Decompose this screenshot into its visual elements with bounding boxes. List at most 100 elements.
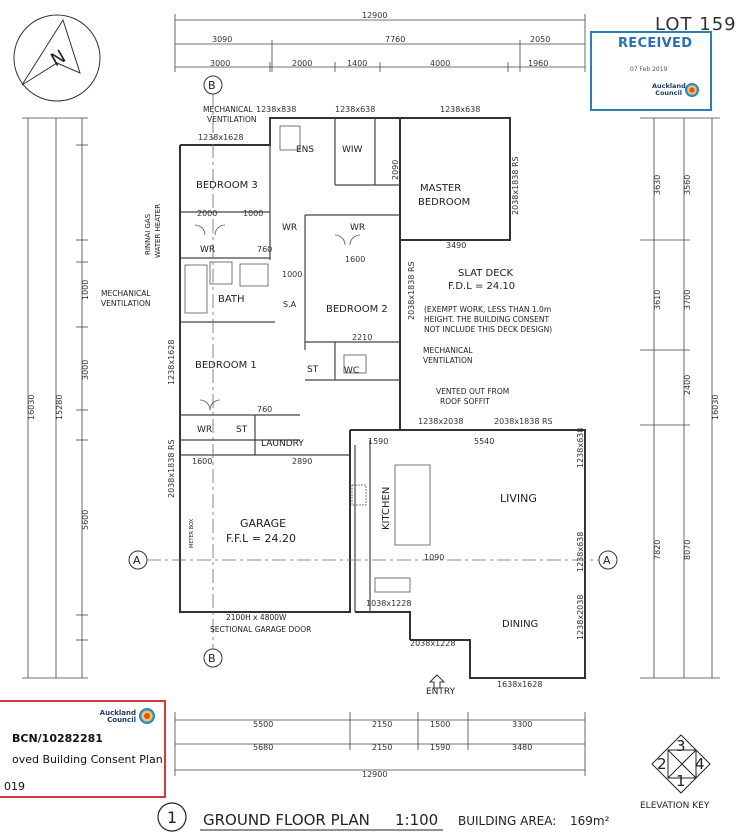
- dim-right-a: 3630: [653, 175, 662, 195]
- note-meter: METER BOX: [189, 518, 195, 548]
- room-wr-3: WR: [350, 223, 365, 233]
- room-master-1: MASTER: [420, 183, 461, 194]
- note-mech3: MECHANICAL: [423, 346, 473, 355]
- dim-left-a: 15280: [55, 395, 64, 420]
- room-kitchen: KITCHEN: [381, 487, 392, 530]
- received-stamp: RECEIVED 07 Feb 2019 Auckland Council: [590, 31, 712, 111]
- dim-right-b: 3560: [683, 175, 692, 195]
- dim-w5540: 5540: [474, 437, 494, 446]
- dim-w1238x638a: 1238x638: [335, 105, 375, 114]
- dim-bot-b: 2150: [372, 720, 392, 729]
- council-logo-icon: [685, 83, 699, 97]
- right-dimensions: [640, 117, 720, 679]
- note-exempt1: (EXEMPT WORK, LESS THAN 1.0m: [424, 305, 551, 314]
- slat-deck-fdl: F.D.L = 24.10: [448, 281, 515, 292]
- room-living: LIVING: [500, 492, 537, 505]
- note-rinnai1: RINNAI GAS: [144, 213, 152, 255]
- dim-bot2-a: 5680: [253, 743, 273, 752]
- dim-bot-a: 5500: [253, 720, 273, 729]
- dim-w2038x1838d: 2038x1838 RS: [167, 439, 176, 498]
- dim-bot2-c: 1590: [430, 743, 450, 752]
- note-vented1: VENTED OUT FROM: [436, 387, 509, 396]
- room-st-1: ST: [307, 365, 319, 375]
- dim-w1590: 1590: [368, 437, 388, 446]
- received-title: RECEIVED: [618, 36, 693, 51]
- room-wr-1: WR: [200, 245, 215, 255]
- room-bath: BATH: [218, 294, 245, 305]
- elevation-key-label: ELEVATION KEY: [640, 801, 710, 811]
- section-marker-a-label2: A: [603, 554, 611, 567]
- room-dining: DINING: [502, 619, 538, 630]
- consent-council: Auckland Council: [99, 709, 136, 724]
- dim-top2-a: 3000: [210, 59, 230, 68]
- plan-scale: 1:100: [395, 811, 438, 829]
- bottom-dimensions: [174, 712, 586, 776]
- dim-w1638x1628: 1638x1628: [497, 680, 542, 689]
- received-council: Auckland Council: [652, 82, 686, 97]
- dim-w1090: 1090: [424, 553, 444, 562]
- dim-left-total: 16030: [27, 395, 36, 420]
- council-logo-icon: [139, 708, 155, 724]
- note-rinnai2: WATER HEATER: [154, 204, 162, 258]
- section-marker-b-label2: B: [208, 652, 216, 665]
- consent-description: oved Building Consent Plan: [12, 753, 163, 766]
- dim-w1238x1628b: 1238x1628: [167, 340, 176, 385]
- received-date: 07 Feb 2019: [630, 66, 668, 73]
- room-laundry: LAUNDRY: [261, 439, 304, 449]
- room-wiw: WIW: [342, 145, 363, 155]
- dim-top-b: 7760: [385, 35, 405, 44]
- dim-w3490: 3490: [446, 241, 466, 250]
- building-area-label: BUILDING AREA:: [458, 814, 556, 828]
- dim-left-b: 5600: [81, 510, 90, 530]
- dim-w1238x638b: 1238x638: [440, 105, 480, 114]
- note-mech3b: VENTILATION: [423, 356, 472, 365]
- room-bedroom1: BEDROOM 1: [195, 360, 257, 371]
- dim-right-g: 8070: [683, 540, 692, 560]
- dim-right-c: 3610: [653, 290, 662, 310]
- lot-label: LOT 159: [655, 14, 737, 35]
- dim-w1238x1628a: 1238x1628: [198, 133, 243, 142]
- dim-top2-e: 1960: [528, 59, 548, 68]
- dim-w2890: 2890: [292, 457, 312, 466]
- dim-bot2-b: 2150: [372, 743, 392, 752]
- room-st-2: ST: [236, 425, 248, 435]
- dim-w2038x1228: 2038x1228: [410, 639, 455, 648]
- room-sa: S.A: [283, 300, 297, 309]
- dim-right-e: 2400: [683, 375, 692, 395]
- dim-w1038x1228: 1038x1228: [366, 599, 411, 608]
- dim-w2038x1838b: 2038x1838 RS: [407, 261, 416, 320]
- note-mech1: MECHANICAL: [203, 105, 253, 114]
- note-mech2: MECHANICAL: [101, 289, 151, 298]
- room-bedroom3: BEDROOM 3: [196, 180, 258, 191]
- dim-w2038x1838a: 2038x1838 RS: [511, 156, 520, 215]
- consent-year: 019: [4, 780, 25, 793]
- dim-w1238x2038b: 1238x2038: [576, 595, 585, 640]
- dim-right-total: 16030: [711, 395, 720, 420]
- dim-top-total: 12900: [362, 11, 387, 20]
- dim-w1238x638d: 1238x638: [576, 532, 585, 572]
- elevation-key-1: 1: [676, 772, 686, 790]
- dim-right-f: 7820: [653, 540, 662, 560]
- dim-w1238x2038: 1238x2038: [418, 417, 463, 426]
- dim-w2038x1838c: 2038x1838 RS: [494, 417, 553, 426]
- room-ens: ENS: [296, 145, 314, 155]
- dim-bot2-d: 3480: [512, 743, 532, 752]
- section-marker-b-label: B: [208, 79, 216, 92]
- dim-top-a: 3090: [212, 35, 232, 44]
- room-bedroom2: BEDROOM 2: [326, 304, 388, 315]
- note-mech1b: VENTILATION: [207, 115, 256, 124]
- dim-w2000: 2000: [197, 209, 217, 218]
- interior-walls: [180, 118, 400, 612]
- dim-top2-c: 1400: [347, 59, 367, 68]
- note-garage-door2: SECTIONAL GARAGE DOOR: [210, 625, 311, 634]
- dim-top2-b: 2000: [292, 59, 312, 68]
- plan-title: GROUND FLOOR PLAN: [203, 811, 370, 829]
- elevation-key-icon: [651, 734, 711, 794]
- dim-w1000b: 1000: [282, 270, 302, 279]
- top-dimensions: [174, 14, 586, 72]
- elevation-key-3: 3: [676, 737, 686, 755]
- dim-w1238x638c: 1238x638: [576, 428, 585, 468]
- fixtures: [184, 125, 431, 593]
- plan-number-circle: [157, 802, 187, 832]
- dim-w2210: 2210: [352, 333, 372, 342]
